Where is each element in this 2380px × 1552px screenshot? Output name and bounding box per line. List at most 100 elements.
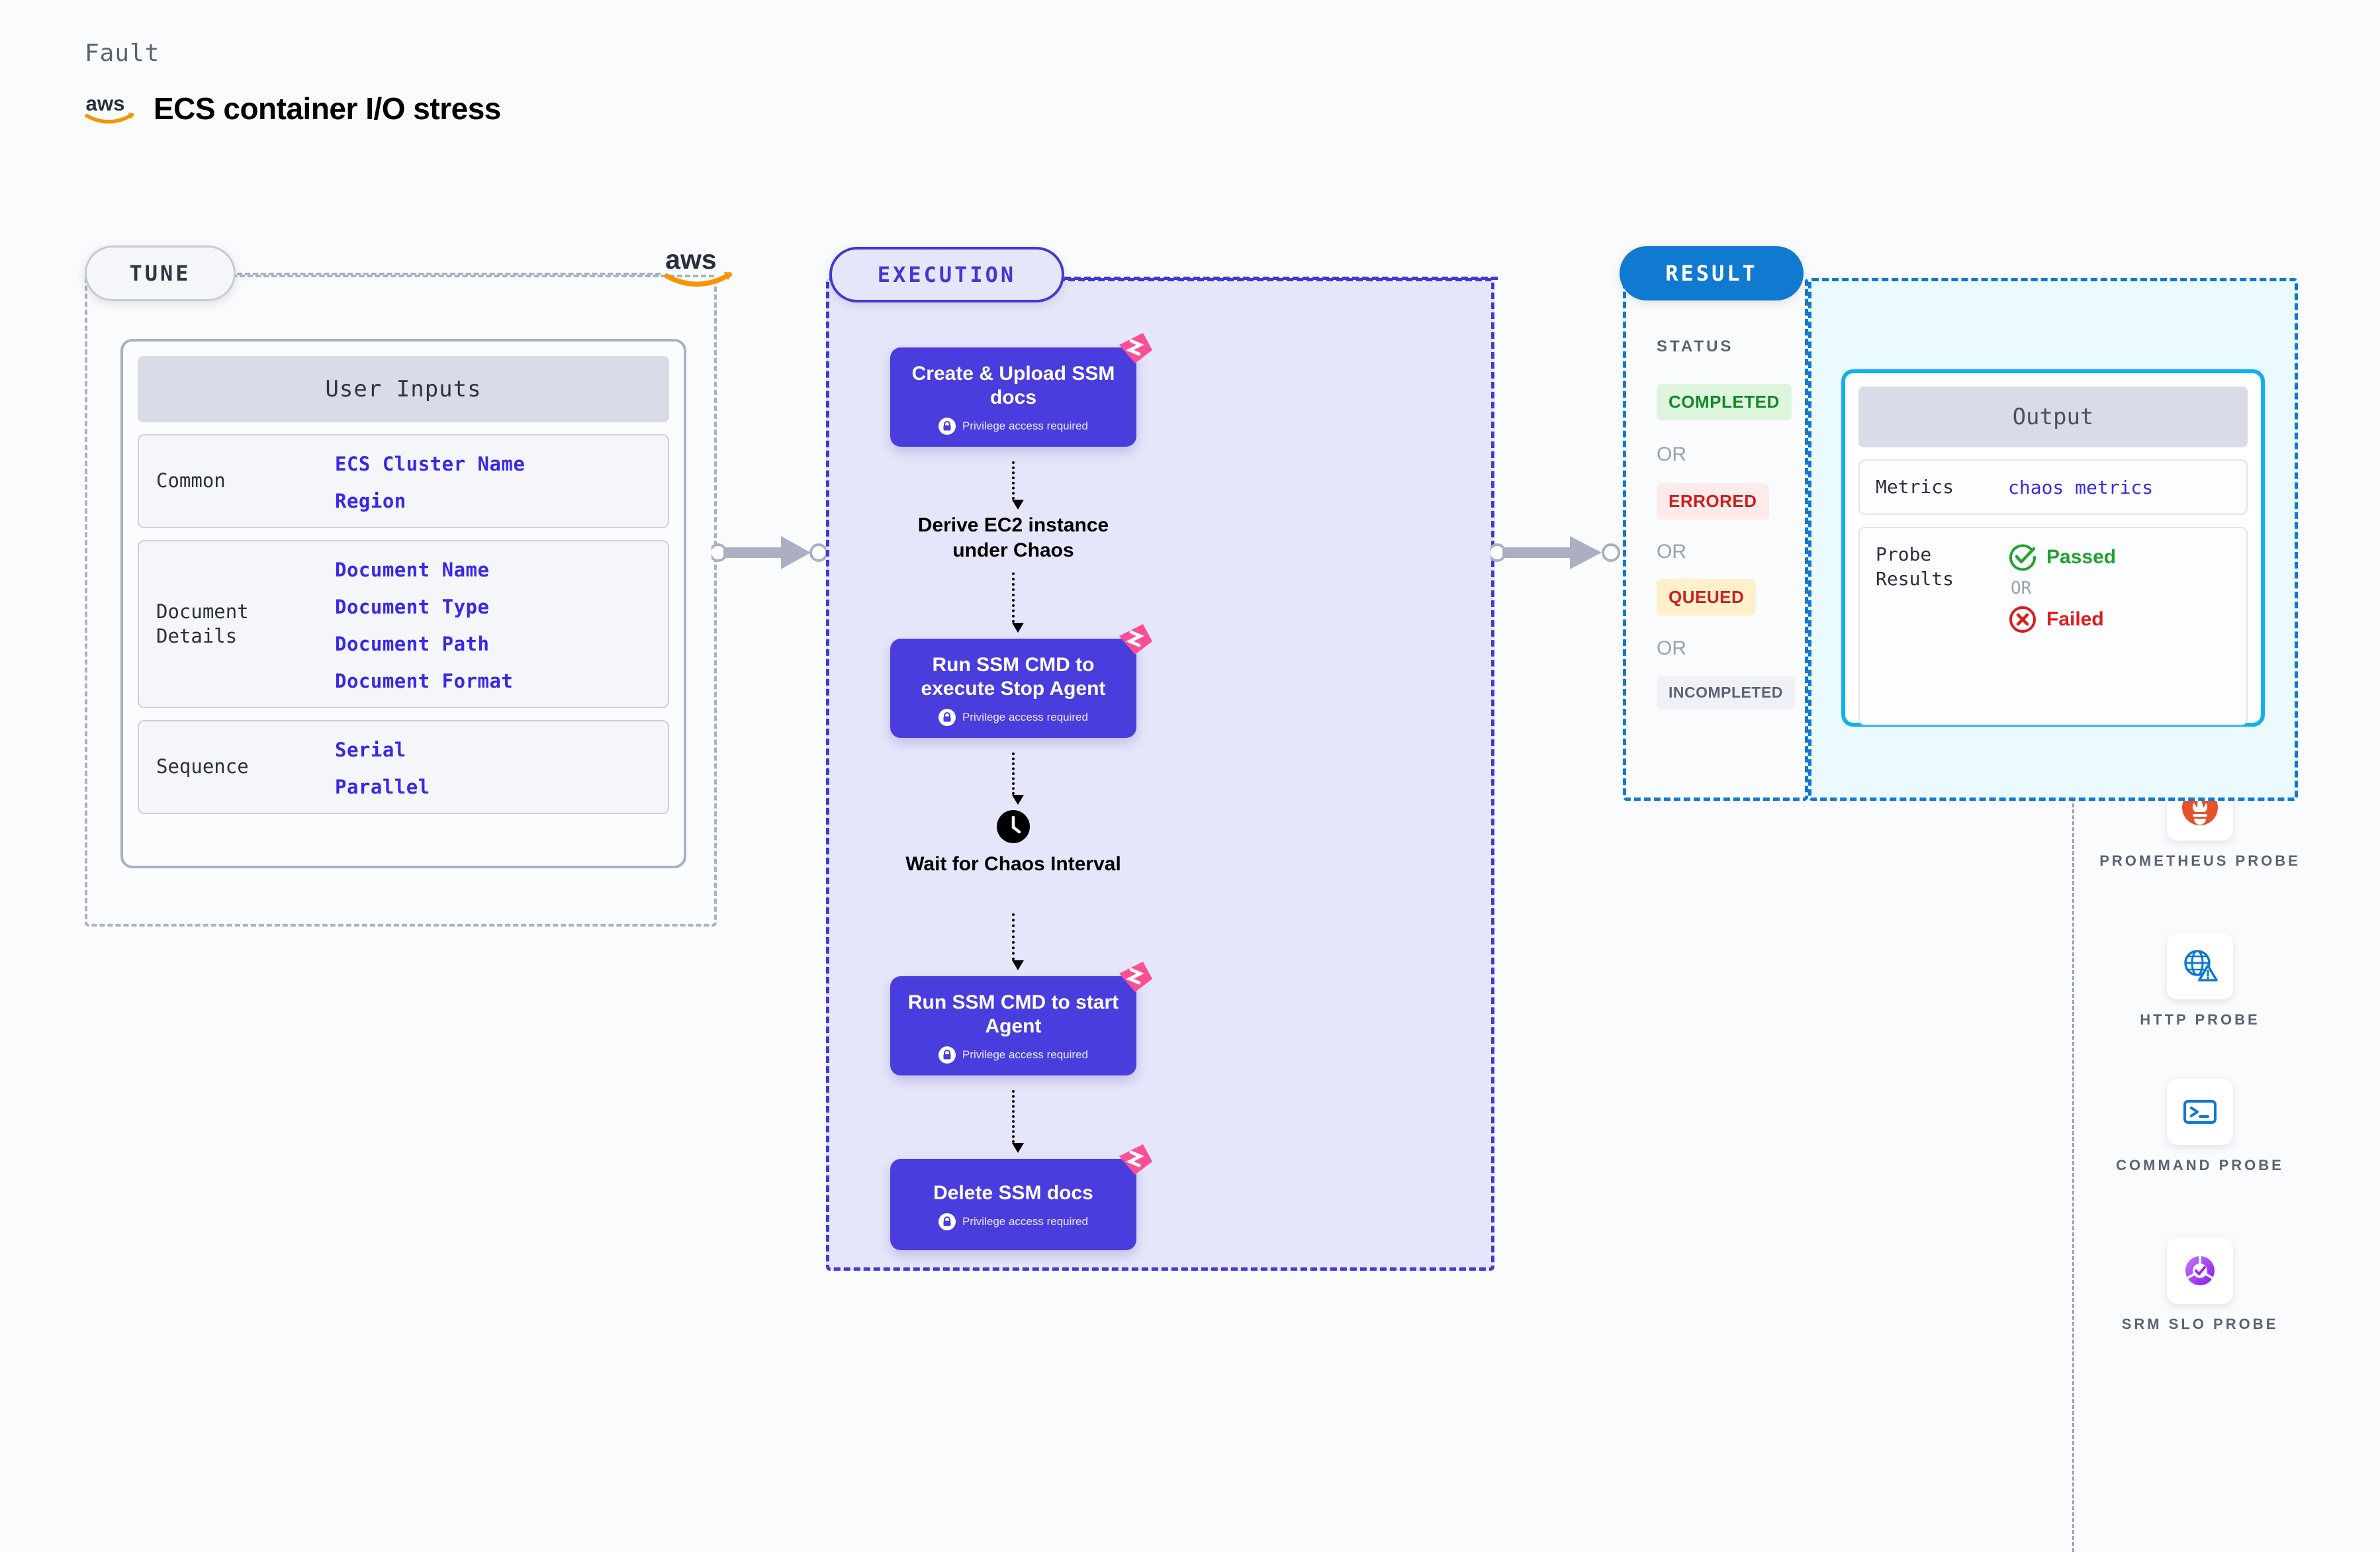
output-row-probe-results: Probe Results Passed OR Failed [1858,527,2248,726]
privilege-text: Privilege access required [962,711,1088,723]
probe-result-or: OR [2011,578,2032,599]
step-title: Run SSM CMD to execute Stop Agent [921,654,1106,700]
fault-kicker: Fault [85,40,160,67]
aws-logo-icon: aws [85,92,134,124]
metrics-value[interactable]: chaos metrics [2008,477,2154,498]
probe-result-passed: Passed [2008,543,2116,572]
probe-name: HTTP PROBE [2140,1011,2260,1028]
tune-dashed-connector [237,273,661,275]
user-inputs-card: User Inputs Common ECS Cluster Name Regi… [120,339,686,868]
execution-step-start-agent[interactable]: Run SSM CMD to start Agent Privilege acc… [890,962,1152,1075]
privilege-text: Privilege access required [962,1215,1088,1228]
connector-execution-to-result [1490,536,1620,569]
execution-dashed-connector [1064,277,1498,280]
litmus-pink-tag-icon [1119,624,1152,655]
probe-name: SRM SLO PROBE [2121,1316,2279,1332]
lock-icon [938,1046,956,1064]
page-title: ECS container I/O stress [154,91,501,126]
input-group-label: Sequence [156,755,249,778]
page-header: Fault aws ECS container I/O stress [85,40,501,126]
input-group-values: Document Name Document Type Document Pat… [335,556,513,692]
input-group-common: Common ECS Cluster Name Region [138,434,669,528]
input-value[interactable]: Parallel [335,776,430,798]
check-circle-icon [2009,544,2037,571]
input-group-sequence: Sequence Serial Parallel [138,720,669,814]
aws-logo-icon: aws [664,244,733,287]
flow-arrow [1012,753,1024,805]
lock-icon [938,709,956,726]
http-globe-icon [2167,933,2233,999]
litmus-pink-tag-icon [1119,962,1152,992]
status-badge-incompleted: INCOMPLETED [1657,676,1795,709]
probe-name: COMMAND PROBE [2116,1157,2284,1173]
probe-result-failed: Failed [2008,605,2116,634]
user-inputs-header: User Inputs [138,356,669,422]
tune-pill[interactable]: TUNE [85,246,236,301]
input-value[interactable]: ECS Cluster Name [335,453,526,475]
connector-tune-to-execution [711,536,828,569]
step-title: Run SSM CMD to start Agent [907,991,1119,1037]
metrics-label: Metrics [1876,476,1954,498]
input-value[interactable]: Region [335,490,406,512]
litmus-pink-tag-icon [1119,1144,1152,1175]
status-label: STATUS [1657,338,1734,355]
output-header: Output [1858,387,2248,447]
probe-name: PROMETHEUS PROBE [2099,852,2301,869]
step-title: Create & Upload SSM docs [911,363,1115,408]
status-badge-completed: COMPLETED [1657,384,1792,420]
passed-label: Passed [2046,546,2117,569]
status-or: OR [1657,541,1686,563]
output-card: Output Metrics chaos metrics Probe Resul… [1841,369,2265,727]
input-group-label: Document Details [156,600,249,647]
probe-http[interactable]: HTTP PROBE [2074,933,2326,1030]
flow-arrow [1012,572,1024,633]
execution-step-stop-agent[interactable]: Run SSM CMD to execute Stop Agent Privil… [890,624,1152,738]
step-privilege-note: Privilege access required [899,418,1127,435]
result-pill[interactable]: RESULT [1620,246,1804,300]
litmus-pink-tag-icon [1119,333,1152,363]
step-privilege-note: Privilege access required [899,1046,1127,1064]
input-group-values: Serial Parallel [335,736,430,798]
execution-step-derive-ec2: Derive EC2 instance under Chaos [917,514,1109,561]
svg-text:aws: aws [665,244,717,275]
privilege-text: Privilege access required [962,420,1088,432]
execution-pill[interactable]: EXECUTION [829,247,1064,302]
srm-slo-icon [2167,1238,2233,1304]
input-group-document-details: Document Details Document Name Document … [138,540,669,708]
privilege-text: Privilege access required [962,1048,1088,1061]
status-or: OR [1657,443,1686,465]
tune-panel: User Inputs Common ECS Cluster Name Regi… [85,275,717,927]
input-group-values: ECS Cluster Name Region [335,450,525,512]
step-title: Delete SSM docs [933,1182,1093,1204]
failed-label: Failed [2046,608,2104,631]
lock-icon [938,418,956,435]
input-value[interactable]: Document Name [335,559,490,581]
probe-results-values: Passed OR Failed [2008,543,2116,709]
input-group-label: Common [156,469,226,492]
flow-arrow [1012,461,1024,510]
execution-step-delete-ssm[interactable]: Delete SSM docs Privilege access require… [890,1144,1152,1250]
input-value[interactable]: Document Type [335,596,490,618]
input-value[interactable]: Document Format [335,670,514,692]
input-value[interactable]: Document Path [335,633,490,655]
flow-arrow [1012,1090,1024,1153]
step-privilege-note: Privilege access required [899,709,1127,726]
execution-step-create-upload[interactable]: Create & Upload SSM docs Privilege acces… [890,333,1152,447]
svg-text:aws: aws [86,92,125,115]
probe-srm-slo[interactable]: SRM SLO PROBE [2074,1238,2326,1334]
result-panel: STATUS COMPLETED OR ERRORED OR QUEUED OR… [1623,278,1808,801]
execution-step-wait-chaos: Wait for Chaos Interval [890,809,1136,877]
output-row-metrics: Metrics chaos metrics [1858,459,2248,516]
execution-panel: Create & Upload SSM docs Privilege acces… [826,278,2324,1552]
clock-icon [997,810,1030,843]
input-value[interactable]: Serial [335,739,406,761]
status-or: OR [1657,637,1686,659]
status-badge-queued: QUEUED [1657,579,1757,616]
flow-arrow [1012,913,1024,970]
probe-results-label: Probe Results [1876,543,1954,590]
step-privilege-note: Privilege access required [899,1213,1127,1230]
status-badge-errored: ERRORED [1657,483,1769,520]
wait-label: Wait for Chaos Interval [905,853,1121,875]
title-row: aws ECS container I/O stress [85,91,501,126]
probe-command[interactable]: COMMAND PROBE [2074,1079,2326,1175]
